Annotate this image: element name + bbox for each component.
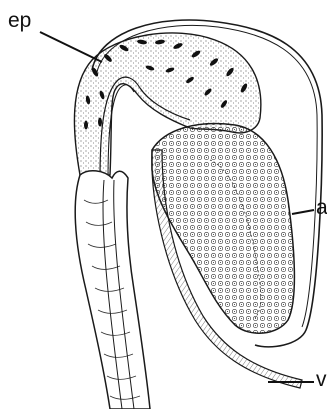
leader-line-ep (40, 32, 102, 62)
label-ep: ep (8, 10, 31, 31)
lower-stalk (75, 171, 150, 409)
leader-line-a (292, 210, 314, 214)
label-a: a (316, 197, 327, 218)
label-v: v (316, 369, 327, 390)
glandular-sac (152, 124, 294, 334)
